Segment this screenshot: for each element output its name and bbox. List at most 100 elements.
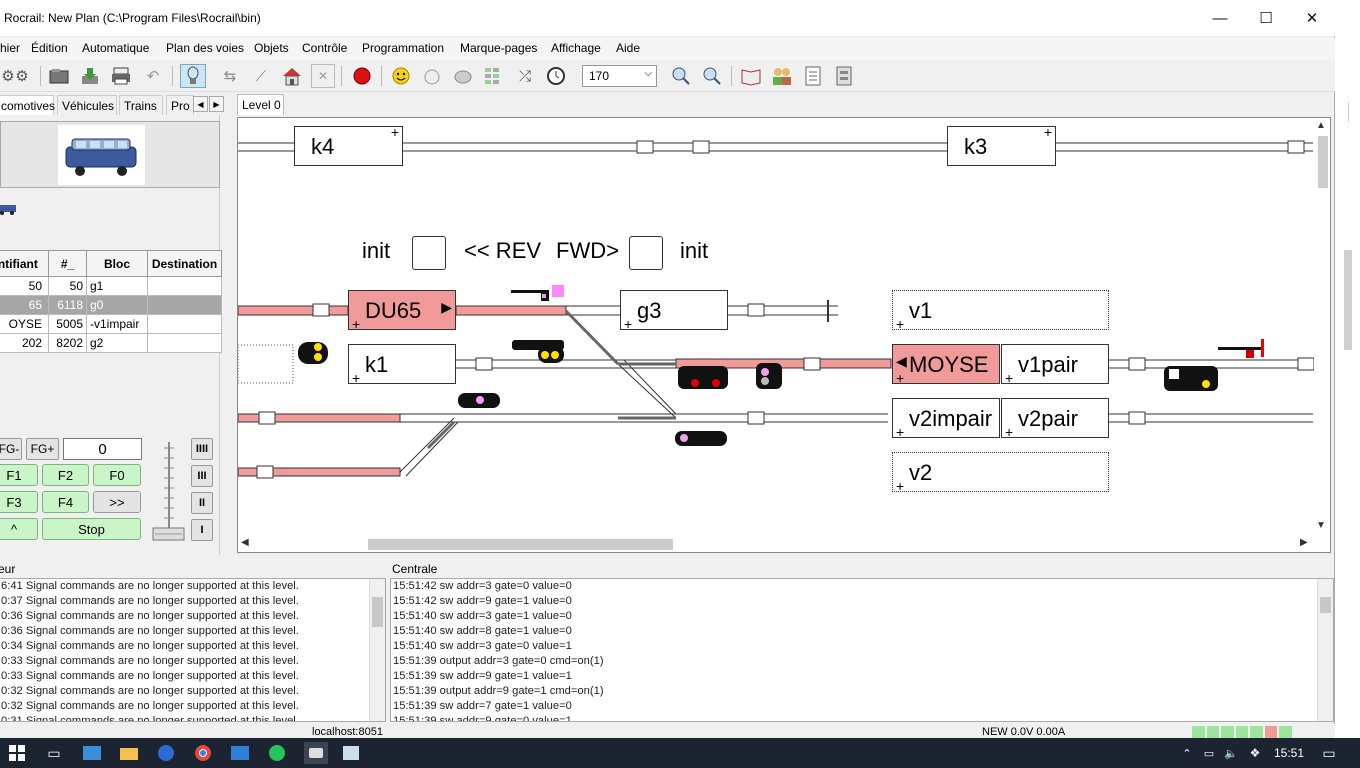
speed-slider[interactable] (152, 438, 186, 542)
volume-icon[interactable]: 🔈 (1224, 747, 1238, 760)
chrome-icon[interactable] (192, 742, 214, 764)
block-v2impair[interactable]: v2impair+ (892, 398, 1000, 440)
smiley-icon[interactable] (389, 64, 413, 88)
f2-button[interactable]: F2 (42, 464, 89, 486)
download-icon[interactable] (78, 64, 102, 88)
house-icon[interactable] (280, 64, 304, 88)
block-k1[interactable]: k1+ (348, 344, 456, 386)
col-bloc[interactable]: Bloc (86, 250, 148, 277)
f1-button[interactable]: F1 (0, 464, 38, 486)
bulb-icon[interactable] (180, 64, 206, 88)
zoom-select[interactable]: 170 ⌵ (582, 65, 657, 87)
tab-scroll-left-icon[interactable]: ◀ (193, 96, 208, 112)
menu-plan-des-voies[interactable]: Plan des voies (166, 41, 245, 55)
open-icon[interactable] (47, 64, 71, 88)
menu-marque-pages[interactable]: Marque-pages (460, 41, 538, 55)
apple-icon[interactable] (420, 64, 444, 88)
table-row[interactable]: 202 8202 g2 (0, 333, 222, 353)
block-v2[interactable]: v2+ (892, 452, 1109, 494)
block-v2pair[interactable]: v2pair+ (1001, 398, 1109, 440)
menu-edition[interactable]: Édition (31, 41, 68, 55)
log-scrollbar[interactable] (1317, 579, 1333, 721)
mail-icon[interactable] (229, 742, 251, 764)
clock[interactable]: 15:51 (1274, 746, 1305, 760)
loco-icon[interactable]: ⇆ (223, 68, 237, 85)
undo-icon[interactable]: ↶ (146, 68, 160, 85)
menu-controle[interactable]: Contrôle (302, 41, 348, 55)
clock-icon[interactable] (544, 64, 568, 88)
browser-icon[interactable] (155, 742, 177, 764)
col-destination[interactable]: Destination (147, 250, 222, 277)
menu-automatique[interactable]: Automatique (82, 41, 150, 55)
gear-3-button[interactable]: III (191, 465, 213, 487)
block-v1pair[interactable]: v1pair+ (1001, 344, 1109, 386)
battery-icon[interactable]: ▭ (1203, 747, 1215, 760)
record-icon[interactable] (350, 64, 374, 88)
minimize-button[interactable]: — (1212, 9, 1228, 27)
notification-icon[interactable]: ▭ (1322, 744, 1336, 761)
scroll-thumb[interactable] (1320, 597, 1331, 613)
tab-level-0[interactable]: Level 0 (237, 94, 284, 115)
tab-vehicules[interactable]: Véhicules (57, 95, 117, 115)
block-g3[interactable]: g3+ (620, 290, 728, 332)
fg-minus-button[interactable]: FG- (0, 438, 22, 460)
block-du65[interactable]: DU65▶+ (348, 290, 456, 332)
f4-button[interactable]: F4 (42, 491, 89, 513)
close-icon[interactable]: ✕ (311, 64, 335, 88)
log-scrollbar[interactable] (369, 579, 385, 721)
speed-field[interactable]: 0 (63, 438, 142, 460)
rocrail-icon[interactable] (304, 742, 328, 764)
gear-4-button[interactable]: IIII (191, 438, 213, 460)
dropbox-icon[interactable]: ❖ (1249, 746, 1261, 760)
close-button[interactable]: ✕ (1305, 10, 1319, 27)
f0-button[interactable]: F0 (93, 464, 141, 486)
block-k3[interactable]: k3+ (947, 124, 1056, 166)
menu-affichage[interactable]: Affichage (551, 41, 601, 55)
block-v1[interactable]: v1+ (892, 290, 1109, 332)
windows-start-icon[interactable] (6, 742, 28, 764)
task-view-icon[interactable]: ▭ (47, 744, 61, 761)
track-plan[interactable]: init << REV FWD> init k4+ k3+ DU65▶+ g3+… (237, 117, 1331, 553)
scroll-left-icon[interactable]: ◀ (241, 537, 249, 548)
gear-icon[interactable]: ⚙ (1, 68, 15, 85)
gear-2-button[interactable]: II (191, 492, 213, 514)
panel-icon[interactable] (832, 64, 856, 88)
cloud-icon[interactable] (451, 64, 475, 88)
people-icon[interactable] (770, 64, 794, 88)
chevron-up-icon[interactable]: ⌃ (1182, 747, 1192, 760)
block-moyse[interactable]: MOYSE◀+ (892, 344, 1000, 386)
app-icon[interactable] (81, 742, 103, 764)
scroll-right-icon[interactable]: ▶ (1300, 537, 1308, 548)
maximize-button[interactable]: ☐ (1259, 10, 1273, 27)
init-right-checkbox[interactable] (629, 236, 663, 270)
scroll-down-icon[interactable]: ▼ (1316, 520, 1326, 531)
menu-fichier[interactable]: hier (0, 41, 21, 55)
menu-objets[interactable]: Objets (254, 41, 289, 55)
tab-locomotives[interactable]: comotives (0, 95, 55, 115)
whatsapp-icon[interactable] (266, 742, 288, 764)
more-functions-button[interactable]: >> (93, 491, 141, 513)
menu-programmation[interactable]: Programmation (362, 41, 445, 55)
window-app-icon[interactable] (340, 742, 362, 764)
direction-button[interactable]: ^ (0, 518, 38, 540)
scroll-thumb[interactable] (372, 597, 383, 627)
table-row[interactable]: 65 6118 g0 (0, 295, 222, 315)
zoom-in-icon[interactable] (669, 64, 693, 88)
server-log[interactable]: 6:41 Signal commands are no longer suppo… (0, 578, 386, 722)
switch-icon[interactable]: ⟋ (255, 67, 267, 85)
settings-icon[interactable]: ⚙ (15, 68, 29, 85)
stop-button[interactable]: Stop (42, 518, 141, 540)
gear-1-button[interactable]: I (191, 519, 213, 541)
table-row[interactable]: OYSE 5005 -v1impair (0, 314, 222, 334)
init-left-checkbox[interactable] (412, 236, 446, 270)
tab-scroll-right-icon[interactable]: ▶ (209, 96, 224, 112)
print-icon[interactable] (109, 64, 133, 88)
zoom-fit-icon[interactable] (700, 64, 724, 88)
list-icon[interactable] (801, 64, 825, 88)
grid-icon[interactable] (482, 64, 506, 88)
menu-aide[interactable]: Aide (616, 41, 641, 55)
tab-pro[interactable]: Pro (166, 95, 194, 115)
table-row[interactable]: 50 50 g1 (0, 276, 222, 296)
block-k4[interactable]: k4+ (294, 124, 403, 166)
book-icon[interactable] (739, 64, 763, 88)
